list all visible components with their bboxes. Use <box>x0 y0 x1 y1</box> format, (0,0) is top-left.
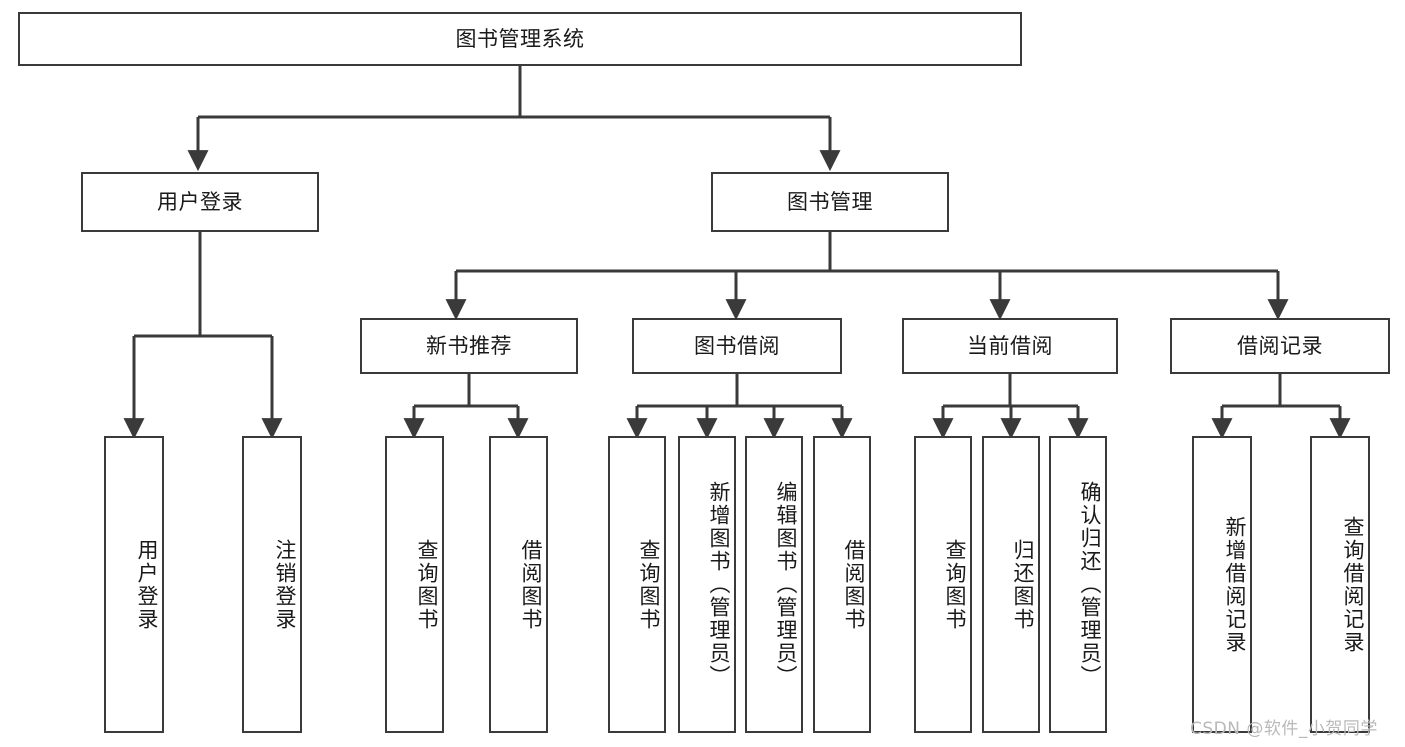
node-label: 用户登录 <box>157 189 243 214</box>
node-label: 新书推荐 <box>426 333 512 358</box>
watermark-text: CSDN @软件_小贺同学 <box>1190 719 1378 739</box>
leaf-user-login[interactable]: 用户登录 <box>104 436 164 733</box>
leaf-add-book-admin[interactable]: 新增图书（管理员） <box>678 436 736 733</box>
node-label: 新增借阅记录 <box>1223 515 1247 654</box>
node-root-book-management-system[interactable]: 图书管理系统 <box>18 12 1022 66</box>
leaf-borrow-book[interactable]: 借阅图书 <box>813 436 871 733</box>
node-label: 图书管理 <box>787 189 873 214</box>
node-borrow-record[interactable]: 借阅记录 <box>1170 318 1390 374</box>
node-label: 编辑图书（管理员） <box>774 481 798 688</box>
leaf-confirm-return-admin[interactable]: 确认归还（管理员） <box>1049 436 1107 733</box>
leaf-user-logout[interactable]: 注销登录 <box>242 436 302 733</box>
node-label: 图书借阅 <box>694 333 780 358</box>
node-label: 当前借阅 <box>967 333 1053 358</box>
leaf-query-book-recommend[interactable]: 查询图书 <box>385 436 444 733</box>
leaf-query-book-borrow[interactable]: 查询图书 <box>608 436 666 733</box>
leaf-query-book-current[interactable]: 查询图书 <box>914 436 972 733</box>
node-current-borrow[interactable]: 当前借阅 <box>902 318 1118 374</box>
node-label: 查询图书 <box>943 538 967 631</box>
node-book-borrow[interactable]: 图书借阅 <box>632 318 842 374</box>
node-label: 查询借阅记录 <box>1341 515 1365 654</box>
leaf-borrow-book-recommend[interactable]: 借阅图书 <box>489 436 548 733</box>
node-label: 借阅图书 <box>519 538 543 631</box>
leaf-return-book[interactable]: 归还图书 <box>982 436 1040 733</box>
node-label: 借阅记录 <box>1237 333 1323 358</box>
node-label: 图书管理系统 <box>455 26 585 51</box>
node-label: 新增图书（管理员） <box>707 481 731 688</box>
node-label: 查询图书 <box>415 538 439 631</box>
node-label: 查询图书 <box>637 538 661 631</box>
node-label: 归还图书 <box>1011 538 1035 631</box>
leaf-edit-book-admin[interactable]: 编辑图书（管理员） <box>745 436 803 733</box>
node-label: 确认归还（管理员） <box>1078 481 1102 688</box>
node-book-management[interactable]: 图书管理 <box>711 172 949 232</box>
node-label: 注销登录 <box>273 538 297 631</box>
leaf-query-borrow-record[interactable]: 查询借阅记录 <box>1310 436 1370 733</box>
node-new-book-recommend[interactable]: 新书推荐 <box>360 318 578 374</box>
node-label: 用户登录 <box>135 538 159 631</box>
node-label: 借阅图书 <box>842 538 866 631</box>
node-user-login[interactable]: 用户登录 <box>81 172 319 232</box>
leaf-add-borrow-record[interactable]: 新增借阅记录 <box>1192 436 1252 733</box>
